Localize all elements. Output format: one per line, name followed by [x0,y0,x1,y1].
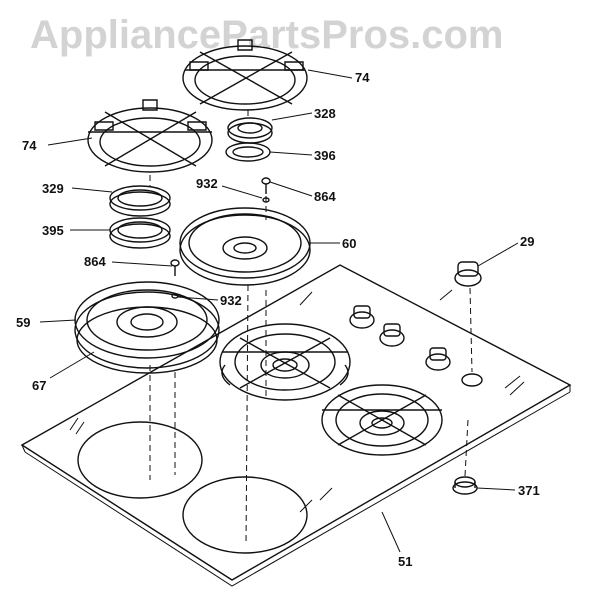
part-864-screw-b [170,259,180,276]
callout-328: 328 [314,106,336,121]
cooktop-panel [20,264,572,587]
part-328-burner-cap [227,117,273,144]
part-74-grate-front [87,99,213,173]
burner-opening-front-right [182,476,308,554]
callout-864-upper: 864 [314,189,336,204]
part-864-screw-a [261,177,271,194]
part-59-burner-pan [74,281,220,369]
burner-opening-front-left [77,421,203,499]
leader-lines [39,69,519,553]
part-29-knob [454,261,482,373]
callout-864-lower: 864 [84,254,106,269]
watermark-text: AppliancePartsPros.com [30,13,504,57]
callout-67: 67 [32,378,46,393]
knobs-on-panel [349,305,451,371]
part-395-ring [109,217,171,249]
callout-395: 395 [42,223,64,238]
callout-74-rear: 74 [355,70,370,85]
part-67-gasket [76,306,218,374]
part-74-grate-rear [182,39,308,111]
callout-74-front: 74 [22,138,37,153]
installed-burner-right [321,384,443,456]
callout-396: 396 [314,148,336,163]
callout-371: 371 [518,483,540,498]
part-329-burner-cap [109,185,171,217]
alignment-lines [149,110,267,546]
part-932-washer-b [171,293,179,299]
callout-60: 60 [342,236,356,251]
callout-59: 59 [16,315,30,330]
callout-932-upper: 932 [196,176,218,191]
part-396-ring [225,142,271,162]
part-60-burner-pan [179,207,311,286]
callout-932-lower: 932 [220,293,242,308]
callout-29: 29 [520,234,534,249]
callout-329: 329 [42,181,64,196]
callout-51: 51 [398,554,412,569]
installed-burner-center [219,323,351,401]
